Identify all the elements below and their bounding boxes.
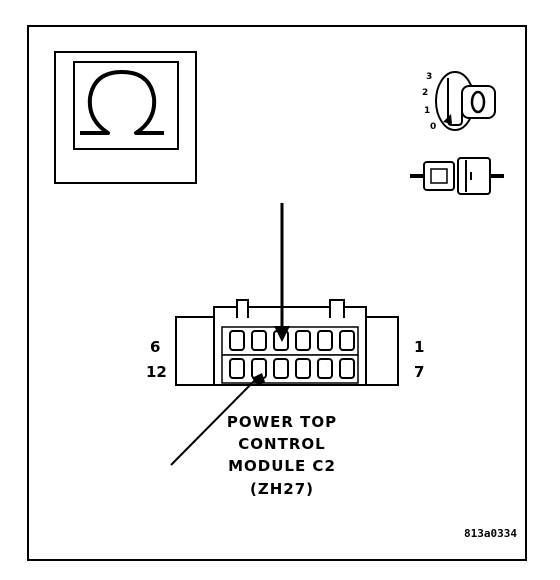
caption-line-3: MODULE C2 — [228, 457, 336, 475]
diagram-frame — [27, 25, 527, 561]
disconnected-connector-icon — [410, 157, 504, 195]
top-row-pins — [229, 330, 355, 351]
figure-id: 813a0334 — [464, 527, 517, 540]
caption-line-1: POWER TOP — [227, 413, 337, 431]
pin-label-7: 7 — [414, 363, 424, 381]
pin-label-6: 6 — [150, 338, 160, 356]
caption-line-4: (ZH27) — [250, 480, 314, 498]
pin-label-12: 12 — [146, 363, 167, 381]
key-position-1: 1 — [424, 106, 430, 116]
pin-label-1: 1 — [414, 338, 424, 356]
ignition-key-off-icon: 3 2 1 0 — [422, 71, 496, 132]
ohmmeter-icon — [54, 51, 197, 184]
key-position-2: 2 — [422, 88, 428, 98]
key-position-0: 0 — [430, 122, 436, 132]
probe-arrow-bottom — [170, 373, 265, 466]
probe-arrow-top — [274, 203, 290, 342]
key-position-3: 3 — [426, 72, 432, 82]
connector-caption: POWER TOP CONTROL MODULE C2 (ZH27) — [227, 413, 337, 498]
bottom-row-pins — [229, 358, 355, 379]
connector-c2 — [175, 299, 399, 386]
caption-line-2: CONTROL — [238, 435, 325, 453]
